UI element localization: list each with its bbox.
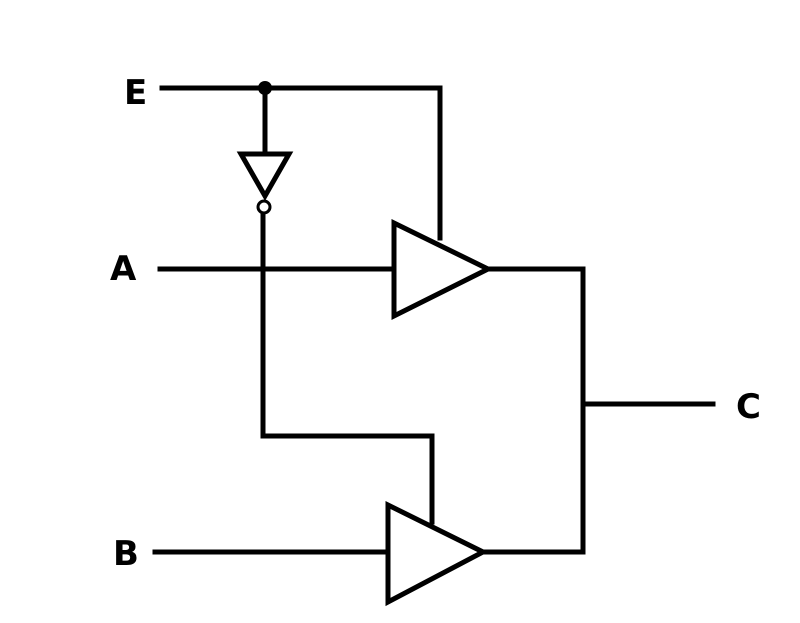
wire-output-top bbox=[485, 266, 586, 407]
inverter-bubble bbox=[256, 199, 272, 215]
inverter-gate bbox=[236, 151, 294, 202]
label-b: B bbox=[113, 534, 139, 574]
label-e: E bbox=[124, 73, 147, 113]
wire-enable-bottom bbox=[260, 211, 435, 525]
wire-enable-top bbox=[159, 85, 443, 241]
label-c: C bbox=[736, 387, 761, 427]
tristate-buffer-top bbox=[391, 218, 494, 321]
label-a: A bbox=[110, 249, 137, 289]
tristate-buffer-bottom bbox=[385, 500, 489, 607]
wire-output-bottom bbox=[480, 401, 586, 555]
